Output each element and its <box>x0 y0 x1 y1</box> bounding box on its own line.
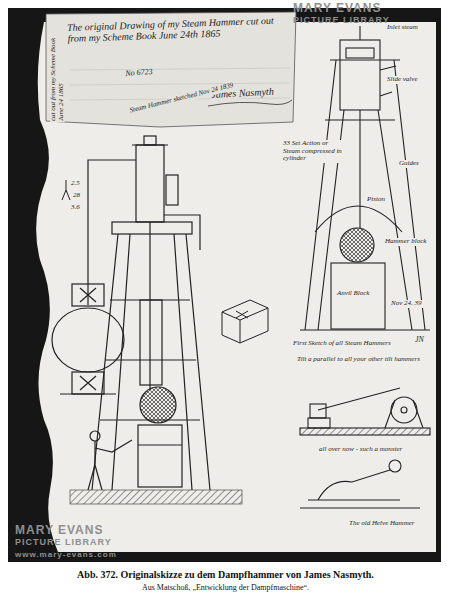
part-label: Anvil Block <box>336 290 370 298</box>
annotation: all over now - such a monster <box>318 446 430 454</box>
scan-frame <box>8 8 441 562</box>
watermark: www.mary-evans.com <box>14 551 118 560</box>
small-figure <box>62 180 70 200</box>
annotation: Tilt a parallel to all your other tilt h… <box>296 356 426 364</box>
boiler-sketch <box>52 284 124 394</box>
part-label: Piston <box>366 196 386 204</box>
signature-flourish <box>208 100 292 106</box>
watermark: PICTURE LIBRARY <box>14 538 113 548</box>
dimension: 3.6 <box>70 204 81 212</box>
watermark: MARY EVANS <box>292 2 382 15</box>
monogram: JN <box>414 336 425 345</box>
part-label: Inlet steam <box>386 24 419 32</box>
first-hammer-sketch <box>300 26 430 330</box>
watermark: MARY EVANS <box>14 524 104 537</box>
watermark: PICTURE LIBRARY <box>292 16 391 26</box>
source-note: Aus Matschoß, „Entwicklung der Dampfmasc… <box>0 584 449 593</box>
part-label: Hammer block <box>384 238 427 246</box>
annotation: First Sketch of all Steam Hammers <box>292 340 434 348</box>
pasted-slip <box>46 12 296 127</box>
annotation: The old Helve Hammer <box>348 520 416 528</box>
dimension: 28 <box>72 192 81 200</box>
date-note: Nov 24. 39 <box>390 300 423 308</box>
block-sketch <box>222 300 268 343</box>
operator-figure <box>88 431 132 490</box>
part-label: Guides <box>398 160 420 168</box>
margin-note: cut out from my Scheme Book June 24 1865 <box>50 24 65 122</box>
figure-caption: Abb. 372. Originalskizze zu dem Dampfham… <box>0 569 449 580</box>
annotation: 33 Set Action or Steam compressed in cyl… <box>282 140 346 163</box>
part-label: Slide valve <box>386 76 419 84</box>
dimension: 2.5 <box>70 180 81 188</box>
helve-hammer-sketch <box>300 388 430 508</box>
foundation-hatching <box>70 490 242 504</box>
